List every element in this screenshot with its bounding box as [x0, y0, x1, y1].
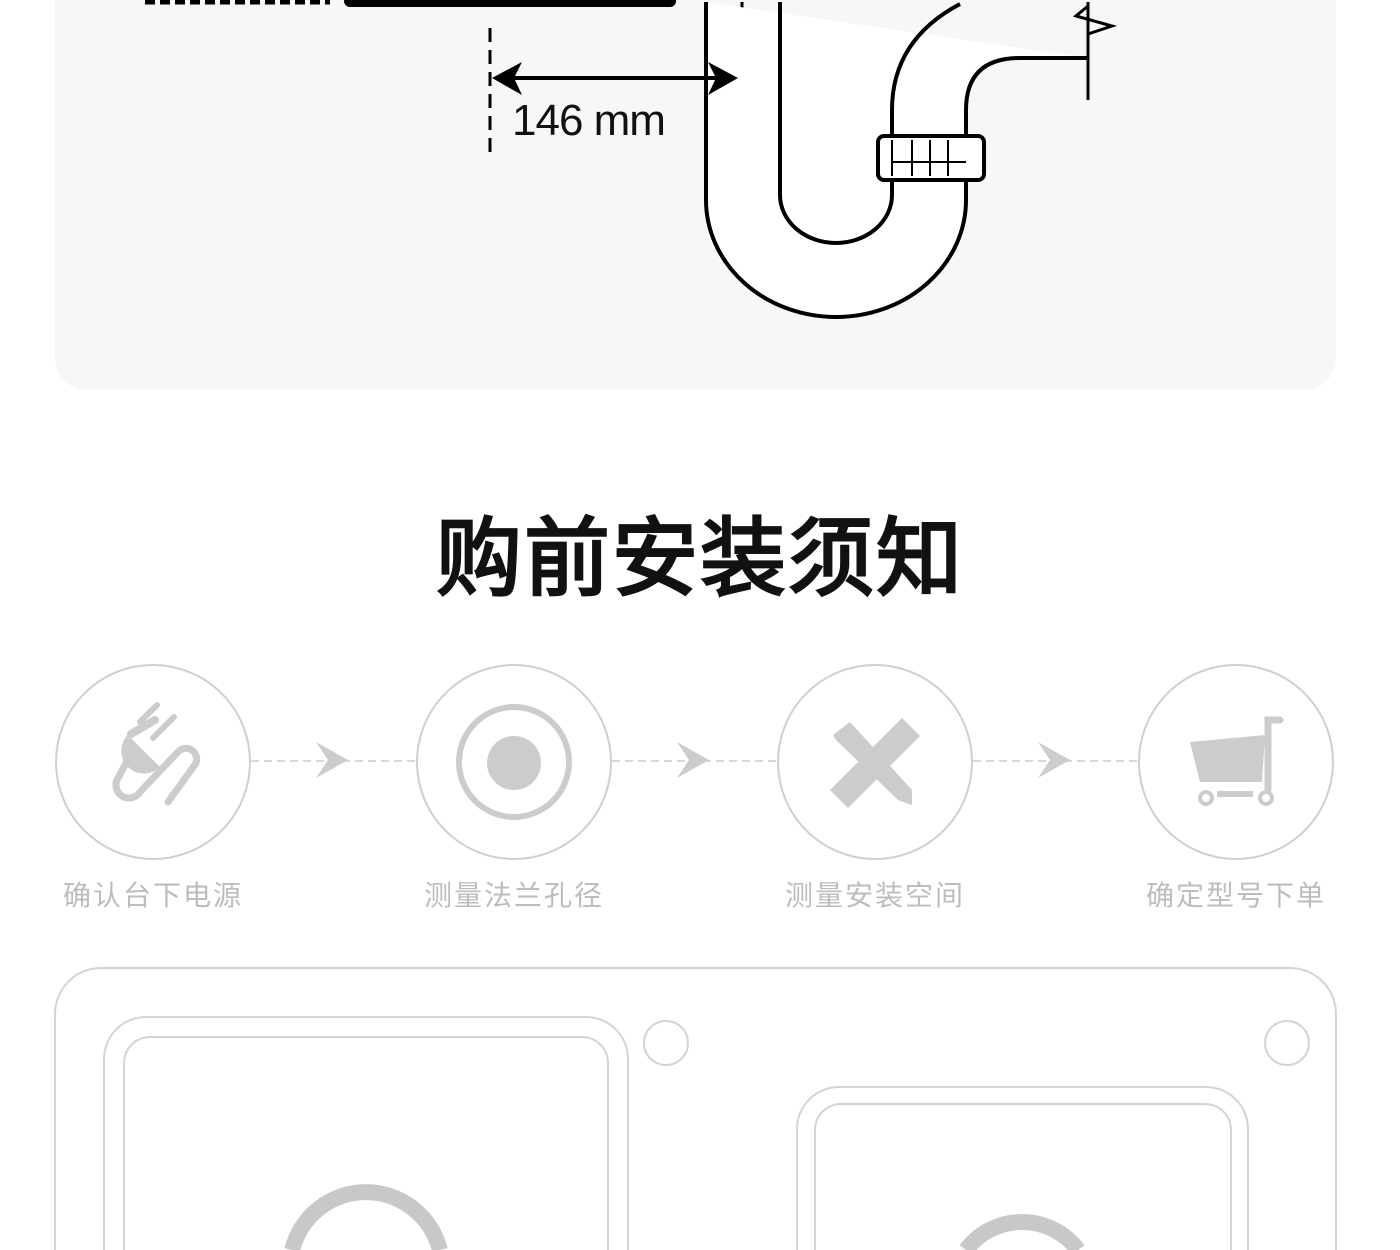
step-arrows — [316, 742, 1070, 778]
flange-hole-icon — [456, 704, 572, 820]
shopping-cart-icon — [1190, 716, 1284, 806]
step-circle — [777, 664, 973, 860]
step-circle — [1138, 664, 1334, 860]
arrow-right-icon — [677, 742, 709, 778]
step-label-power: 确认台下电源 — [62, 879, 243, 912]
step-label-flange: 测量法兰孔径 — [423, 879, 604, 912]
plug-icon — [112, 702, 201, 806]
arrow-right-icon — [316, 742, 348, 778]
dimension-arrow — [492, 62, 738, 95]
step-circle — [55, 664, 251, 860]
section-title: 购前安装须知 — [436, 509, 964, 609]
diagram-panel — [55, 0, 1336, 390]
step-label-order: 确定型号下单 — [1145, 879, 1326, 912]
drain-rings — [284, 1184, 1085, 1250]
sink-outline-panel — [54, 967, 1337, 1250]
dimension-label: 146 mm — [512, 96, 666, 145]
arrow-right-icon — [1038, 742, 1070, 778]
ruler-pencil-icon — [830, 718, 920, 808]
drain-pipe-diagram — [145, 0, 1118, 319]
step-circle — [416, 664, 612, 860]
step-label-space: 测量安装空间 — [784, 879, 965, 912]
